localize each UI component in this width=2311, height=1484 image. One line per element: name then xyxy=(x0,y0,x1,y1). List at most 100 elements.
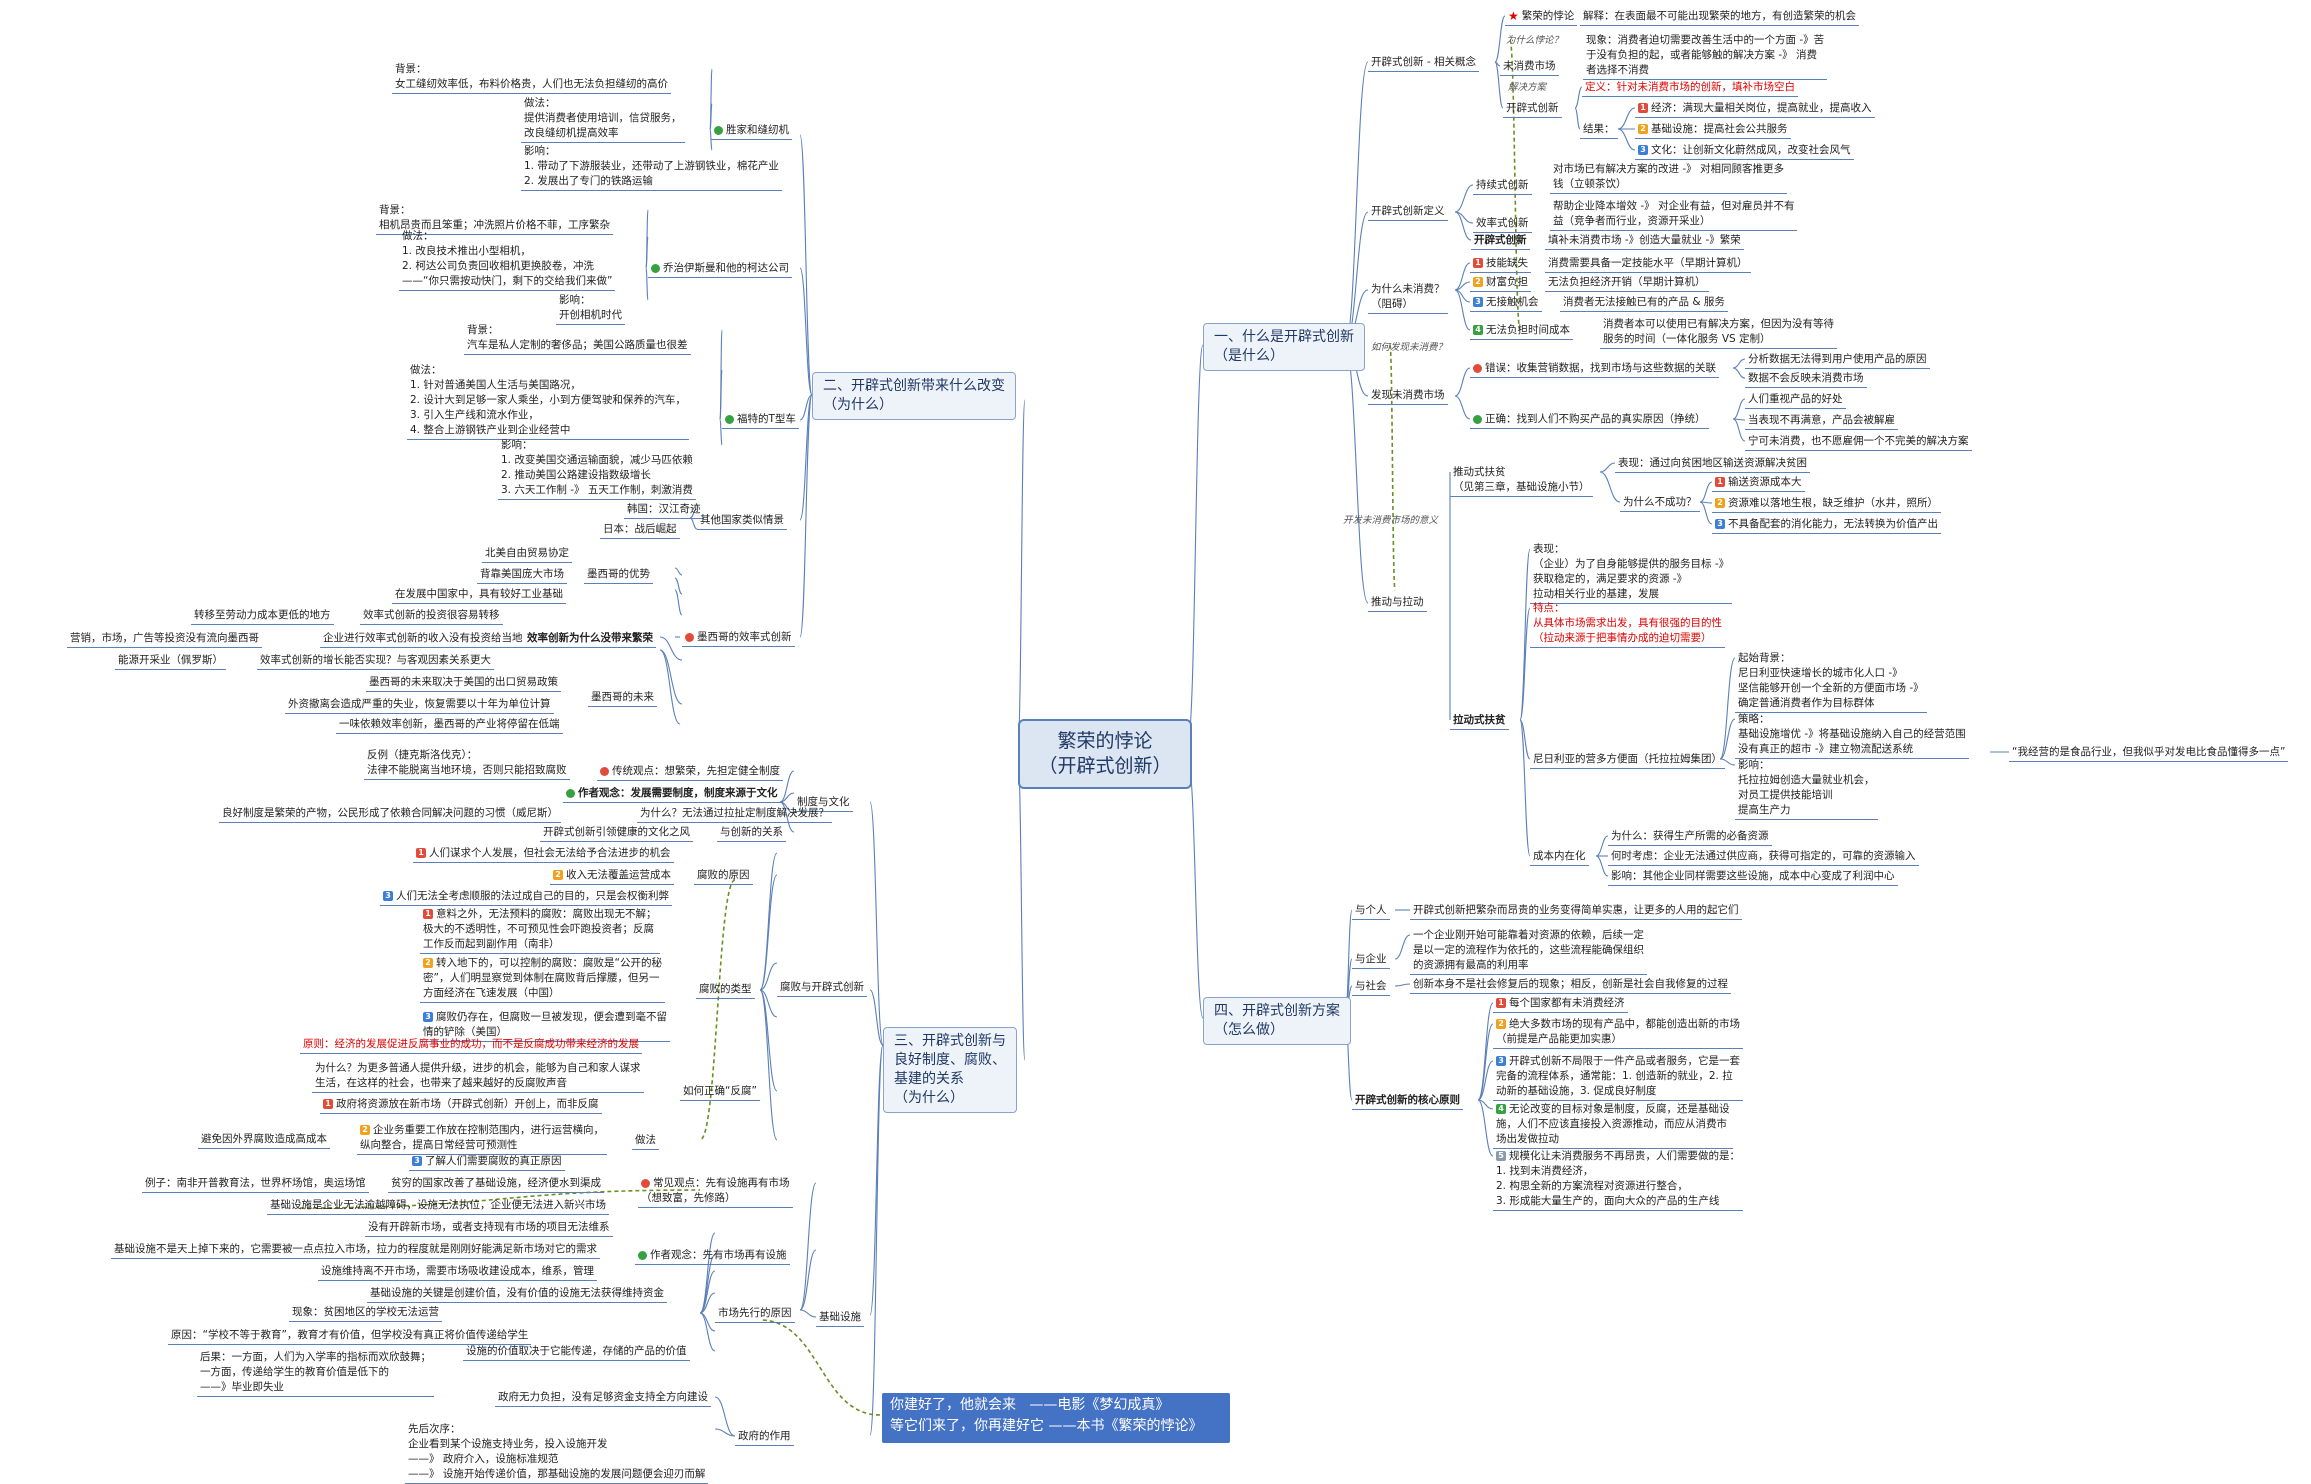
r2-node-2[interactable]: 胜家和缝纫机 xyxy=(711,123,792,140)
r3-node-39[interactable]: 后果：一方面，人们为入学率的指标而欢欣鼓舞； 一方面，传递给学生的教育价值是低下… xyxy=(197,1350,434,1397)
r1-node-17[interactable]: 帮助企业降本增效 -》 对企业有益，但对雇员并不有 益（竞争者而行业，资源开采业… xyxy=(1550,199,1798,231)
r2-node-10[interactable]: 福特的T型车 xyxy=(722,412,799,429)
r1-node-34[interactable]: 正确：找到人们不购买产品的真实原因（挣统） xyxy=(1470,412,1709,429)
r3-node-4[interactable]: 良好制度是繁荣的产物，公民形成了依赖合同解决问题的习惯（威尼斯） xyxy=(219,806,561,823)
r2-node-1[interactable]: 做法： 提供消费者使用培训，信贷服务， 改良缝纫机提高效率 xyxy=(521,96,685,143)
r2-node-27[interactable]: 墨西哥的未来取决于美国的出口贸易政策 xyxy=(366,675,561,692)
branch-what-changes[interactable]: 二、开辟式创新带来什么改变 （为什么） xyxy=(812,372,1016,420)
r1-node-48[interactable]: 拉动式扶贫 xyxy=(1450,713,1509,730)
r3-node-19[interactable]: 如何正确“反腐” xyxy=(680,1084,760,1101)
r2-node-16[interactable]: 背靠美国庞大市场 xyxy=(477,567,567,584)
r1-node-28[interactable]: 消费者本可以使用已有解决方案，但因为没有等待 服务的时间（一体化服务 VS 定制… xyxy=(1600,317,1837,349)
r1-node-2[interactable]: 解释：在表面最不可能出现繁荣的地方，有创造繁荣的机会 xyxy=(1580,9,1859,26)
r2-node-18[interactable]: 在发展中国家中，具有较好工业基础 xyxy=(392,587,566,604)
r3-node-33[interactable]: 基础设施的关键是创建价值，没有价值的设施无法获得维持资金 xyxy=(367,1286,667,1303)
r2-node-0[interactable]: 背景： 女工缝纫效率低，布料价格贵，人们也无法负担缝纫的高价 xyxy=(392,62,671,94)
r3-node-41[interactable]: 政府的作用 xyxy=(735,1429,794,1446)
r2-node-6[interactable]: 乔治伊斯曼和他的柯达公司 xyxy=(648,261,792,278)
r3-node-31[interactable]: 作者观念：先有市场再有设施 xyxy=(635,1248,790,1265)
r1-node-36[interactable]: 当表现不再满意，产品会被解雇 xyxy=(1745,413,1898,430)
r3-node-7[interactable]: 与创新的关系 xyxy=(717,825,786,842)
r3-node-28[interactable]: 基础设施是企业无法逾越障碍，设施无法执位，企业便无法进入新兴市场 xyxy=(267,1198,609,1215)
r1-node-14[interactable]: 持续式创新 xyxy=(1473,178,1532,195)
r1-node-6[interactable]: 解决方案 xyxy=(1505,80,1549,96)
r1-node-35[interactable]: 人们重视产品的好处 xyxy=(1745,392,1846,409)
r2-node-25[interactable]: 能源开采业（佩罗斯） xyxy=(115,653,226,670)
r1-node-26[interactable]: 消费者无法接触已有的产品 & 服务 xyxy=(1560,295,1728,312)
r3-node-27[interactable]: 常见观点：先有设施再有市场 （想致富，先修路） xyxy=(638,1176,793,1208)
r2-node-5[interactable]: 做法： 1. 改良技术推出小型相机， 2. 柯达公司负责回收相机更换胶卷，冲洗 … xyxy=(399,229,616,291)
r1-node-32[interactable]: 分析数据无法得到用户使用产品的原因 xyxy=(1745,352,1930,369)
r2-node-24[interactable]: 墨西哥的效率式创新 xyxy=(682,630,795,647)
r1-node-37[interactable]: 宁可未消费，也不愿雇佣一个不完美的解决方案 xyxy=(1745,434,1972,451)
r2-node-9[interactable]: 做法： 1. 针对普通美国人生活与美国路况， 2. 设计大到足够一家人乘坐，小到… xyxy=(407,363,689,440)
r3-node-1[interactable]: 传统观点：想繁荣，先担定健全制度 xyxy=(597,764,783,781)
r1-node-57[interactable]: 影响：其他企业同样需要这些设施，成本中心变成了利润中心 xyxy=(1608,869,1898,886)
r3-node-38[interactable]: 设施的价值取决于它能传递，存储的产品的价值 xyxy=(463,1344,690,1361)
r3-node-37[interactable]: 原因：“学校不等于教育”，教育才有价值，但学校没有真正将价值传递给学生 xyxy=(168,1328,532,1345)
r1-node-20[interactable]: 为什么未消费？ （阻碍） xyxy=(1368,282,1448,314)
r3-node-15[interactable]: 腐败与开辟式创新 xyxy=(777,980,867,997)
r1-node-47[interactable]: 特点： 从具体市场需求出发，具有很强的目的性 （拉动来源于把事情办成的迫切需要） xyxy=(1530,601,1725,648)
r3-node-40[interactable]: 政府无力负担，没有足够资金支持全方向建设 xyxy=(495,1390,711,1407)
branch-how-to[interactable]: 四、开辟式创新方案 （怎么做） xyxy=(1203,997,1351,1045)
r4-node-1[interactable]: 开辟式创新把繁杂而昂贵的业务变得简单实惠，让更多的人用的起它们 xyxy=(1410,903,1742,920)
r3-node-14[interactable]: 腐败的类型 xyxy=(696,982,755,999)
r1-node-54[interactable]: 成本内在化 xyxy=(1530,849,1589,866)
r1-node-3[interactable]: 为什么悖论？ xyxy=(1503,33,1566,49)
r3-node-3[interactable]: 制度与文化 xyxy=(794,795,853,812)
r3-node-2[interactable]: 作者观念：发展需要制度，制度来源于文化 xyxy=(563,786,781,803)
r3-node-34[interactable]: 市场先行的原因 xyxy=(715,1306,795,1323)
r2-node-17[interactable]: 墨西哥的优势 xyxy=(584,567,653,584)
r3-node-25[interactable]: 例子：南非开普教育法，世界杯场馆，奥运场馆 xyxy=(142,1176,369,1193)
r2-node-19[interactable]: 转移至劳动力成本更低的地方 xyxy=(191,608,334,625)
r2-node-20[interactable]: 效率式创新的投资很容易转移 xyxy=(360,608,503,625)
r2-node-21[interactable]: 营销，市场，广告等投资没有流向墨西哥 xyxy=(67,631,262,648)
r3-node-6[interactable]: 开辟式创新引领健康的文化之风 xyxy=(540,825,693,842)
r1-node-52[interactable]: “我经营的是食品行业，但我似乎对发电比食品懂得多一点” xyxy=(2009,745,2289,762)
r2-node-15[interactable]: 北美自由贸易协定 xyxy=(482,546,572,563)
r1-node-16[interactable]: 效率式创新 xyxy=(1473,216,1532,233)
r1-node-40[interactable]: 为什么不成功？ xyxy=(1620,495,1700,512)
r4-node-3[interactable]: 一个企业刚开始可能靠着对资源的依赖，后续一定 是以一定的流程作为依托的，这些流程… xyxy=(1410,928,1647,975)
r3-node-29[interactable]: 没有开辟新市场，或者支持现有市场的项目无法维系 xyxy=(365,1220,613,1237)
r1-node-7[interactable]: 开辟式创新 xyxy=(1503,101,1562,118)
r3-node-17[interactable]: 原则：经济的发展促进反腐事业的成功，而不是反腐成功带来经济的发展 xyxy=(300,1037,642,1054)
r2-node-8[interactable]: 背景： 汽车是私人定制的奢侈品；美国公路质量也很差 xyxy=(464,323,691,355)
r4-node-2[interactable]: 与企业 xyxy=(1352,952,1390,969)
r1-node-1[interactable]: ★繁荣的悖论 xyxy=(1505,9,1578,26)
r1-node-33[interactable]: 数据不会反映未消费市场 xyxy=(1745,371,1867,388)
r1-node-13[interactable]: 开辟式创新定义 xyxy=(1368,204,1448,221)
r1-node-5[interactable]: 现象：消费者迫切需要改善生活中的一个方面 -》苦 于没有负担的起，或者能够触的解… xyxy=(1583,33,1828,80)
r3-node-18[interactable]: 为什么？为更多普通人提供升级，进步的机会，能够为自己和家人谋求 生活，在这样的社… xyxy=(312,1061,644,1093)
r2-node-13[interactable]: 其他国家类似情景 xyxy=(697,513,787,530)
r2-node-23[interactable]: 效率创新为什么没带来繁荣 xyxy=(524,631,656,648)
r2-node-11[interactable]: 影响： 1. 改变美国交通运输面貌，减少马匹依赖 2. 推动美国公路建设指数级增… xyxy=(498,438,696,500)
r1-node-39[interactable]: 表现：通过向贫困地区输送资源解决贫困 xyxy=(1615,456,1810,473)
r3-node-35[interactable]: 基础设施 xyxy=(816,1310,864,1327)
r4-node-6[interactable]: 开辟式创新的核心原则 xyxy=(1352,1093,1463,1110)
r1-node-44[interactable]: 开发未消费市场的意义 xyxy=(1340,513,1441,529)
r1-node-38[interactable]: 推动式扶贫 （见第三章，基础设施小节） xyxy=(1450,465,1593,497)
r2-node-12[interactable]: 韩国：汉江奇迹 xyxy=(624,502,704,519)
central-topic[interactable]: 繁荣的悖论 （开辟式创新） xyxy=(1018,719,1192,789)
r3-node-22[interactable]: 做法 xyxy=(632,1133,659,1150)
r2-node-14[interactable]: 日本：战后崛起 xyxy=(600,522,680,539)
r1-node-24[interactable]: 无法负担经济开销（早期计算机） xyxy=(1545,275,1709,292)
r3-node-10[interactable]: 腐败的原因 xyxy=(694,868,753,885)
r1-node-50[interactable]: 尼日利亚的营多方便面（托拉拉姆集团） xyxy=(1530,752,1725,769)
r2-node-3[interactable]: 影响： 1. 带动了下游服装业，还带动了上游钢铁业，棉花产业 2. 发展出了专门… xyxy=(521,144,782,191)
